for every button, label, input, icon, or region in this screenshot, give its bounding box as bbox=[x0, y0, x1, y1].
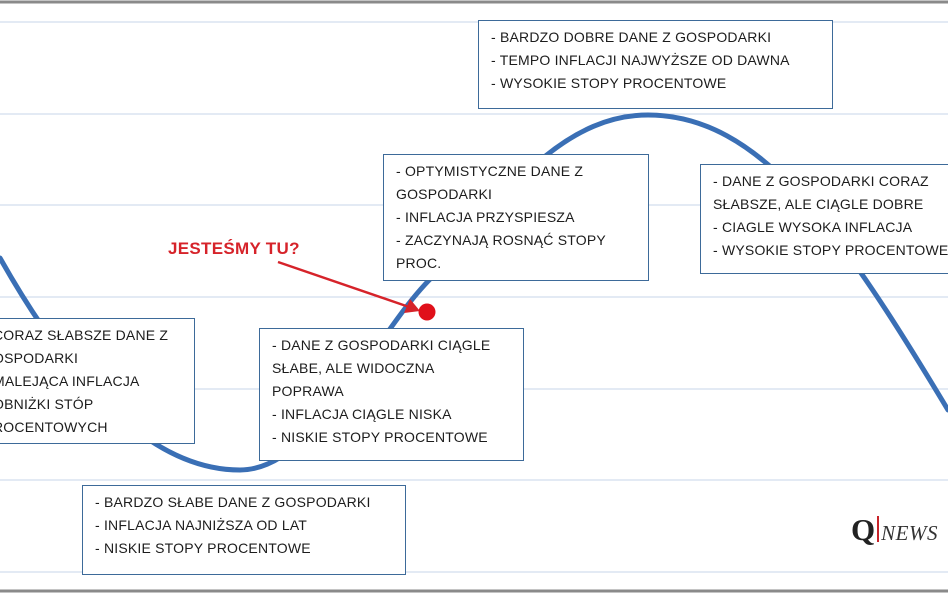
phase-line: POPRAWA bbox=[272, 383, 344, 399]
phase-box-peak: - BARDZO DOBRE DANE Z GOSPODARKI - TEMPO… bbox=[478, 20, 833, 109]
phase-line: SŁABSZE, ALE CIĄGLE DOBRE bbox=[713, 196, 924, 212]
phase-line: - ZACZYNAJĄ ROSNĄĆ STOPY bbox=[396, 232, 606, 248]
arrow-head bbox=[404, 299, 420, 313]
phase-line: MALEJĄCA INFLACJA bbox=[0, 373, 140, 389]
phase-line: - WYSOKIE STOPY PROCENTOWE bbox=[491, 75, 727, 91]
phase-line: - BARDZO DOBRE DANE Z GOSPODARKI bbox=[491, 29, 772, 45]
phase-box-bottom: - BARDZO SŁABE DANE Z GOSPODARKI - INFLA… bbox=[82, 485, 406, 575]
logo-separator bbox=[877, 516, 880, 542]
callout-label: JESTEŚMY TU? bbox=[168, 239, 300, 258]
phase-box-falling: CORAZ SŁABSZE DANE Z OSPODARKI MALEJĄCA … bbox=[0, 318, 195, 444]
phase-box-slowing: - DANE Z GOSPODARKI CORAZ SŁABSZE, ALE C… bbox=[700, 164, 948, 274]
phase-box-rising: - OPTYMISTYCZNE DANE Z GOSPODARKI - INFL… bbox=[383, 154, 649, 281]
phase-line: - OPTYMISTYCZNE DANE Z bbox=[396, 163, 584, 179]
phase-line: ROCENTOWYCH bbox=[0, 419, 108, 435]
phase-line: PROC. bbox=[396, 255, 442, 271]
phase-line: - DANE Z GOSPODARKI CIĄGLE bbox=[272, 337, 491, 353]
phase-line: - TEMPO INFLACJI NAJWYŻSZE OD DAWNA bbox=[491, 52, 790, 68]
phase-line: - WYSOKIE STOPY PROCENTOWE bbox=[713, 242, 948, 258]
phase-line: - INFLACJA NAJNIŻSZA OD LAT bbox=[95, 517, 308, 533]
phase-line: SŁABE, ALE WIDOCZNA bbox=[272, 360, 435, 376]
logo-text: NEWS bbox=[881, 521, 938, 545]
phase-line: - NISKIE STOPY PROCENTOWE bbox=[272, 429, 488, 445]
logo-letter: Q bbox=[851, 512, 876, 547]
phase-box-recovery: - DANE Z GOSPODARKI CIĄGLE SŁABE, ALE WI… bbox=[259, 328, 524, 461]
phase-line: CORAZ SŁABSZE DANE Z bbox=[0, 327, 169, 343]
phase-line: - BARDZO SŁABE DANE Z GOSPODARKI bbox=[95, 494, 371, 510]
phase-line: GOSPODARKI bbox=[396, 186, 493, 202]
phase-line: - INFLACJA PRZYSPIESZA bbox=[396, 209, 575, 225]
callout-arrow bbox=[277, 260, 420, 313]
phase-line: - NISKIE STOPY PROCENTOWE bbox=[95, 540, 311, 556]
phase-line: OBNIŻKI STÓP bbox=[0, 396, 94, 412]
phase-line: - CIAGLE WYSOKA INFLACJA bbox=[713, 219, 913, 235]
phase-line: OSPODARKI bbox=[0, 350, 79, 366]
phase-line: - DANE Z GOSPODARKI CORAZ bbox=[713, 173, 929, 189]
phase-line: - INFLACJA CIĄGLE NISKA bbox=[272, 406, 452, 422]
arrow-line bbox=[277, 260, 413, 310]
current-position-marker bbox=[418, 303, 436, 321]
